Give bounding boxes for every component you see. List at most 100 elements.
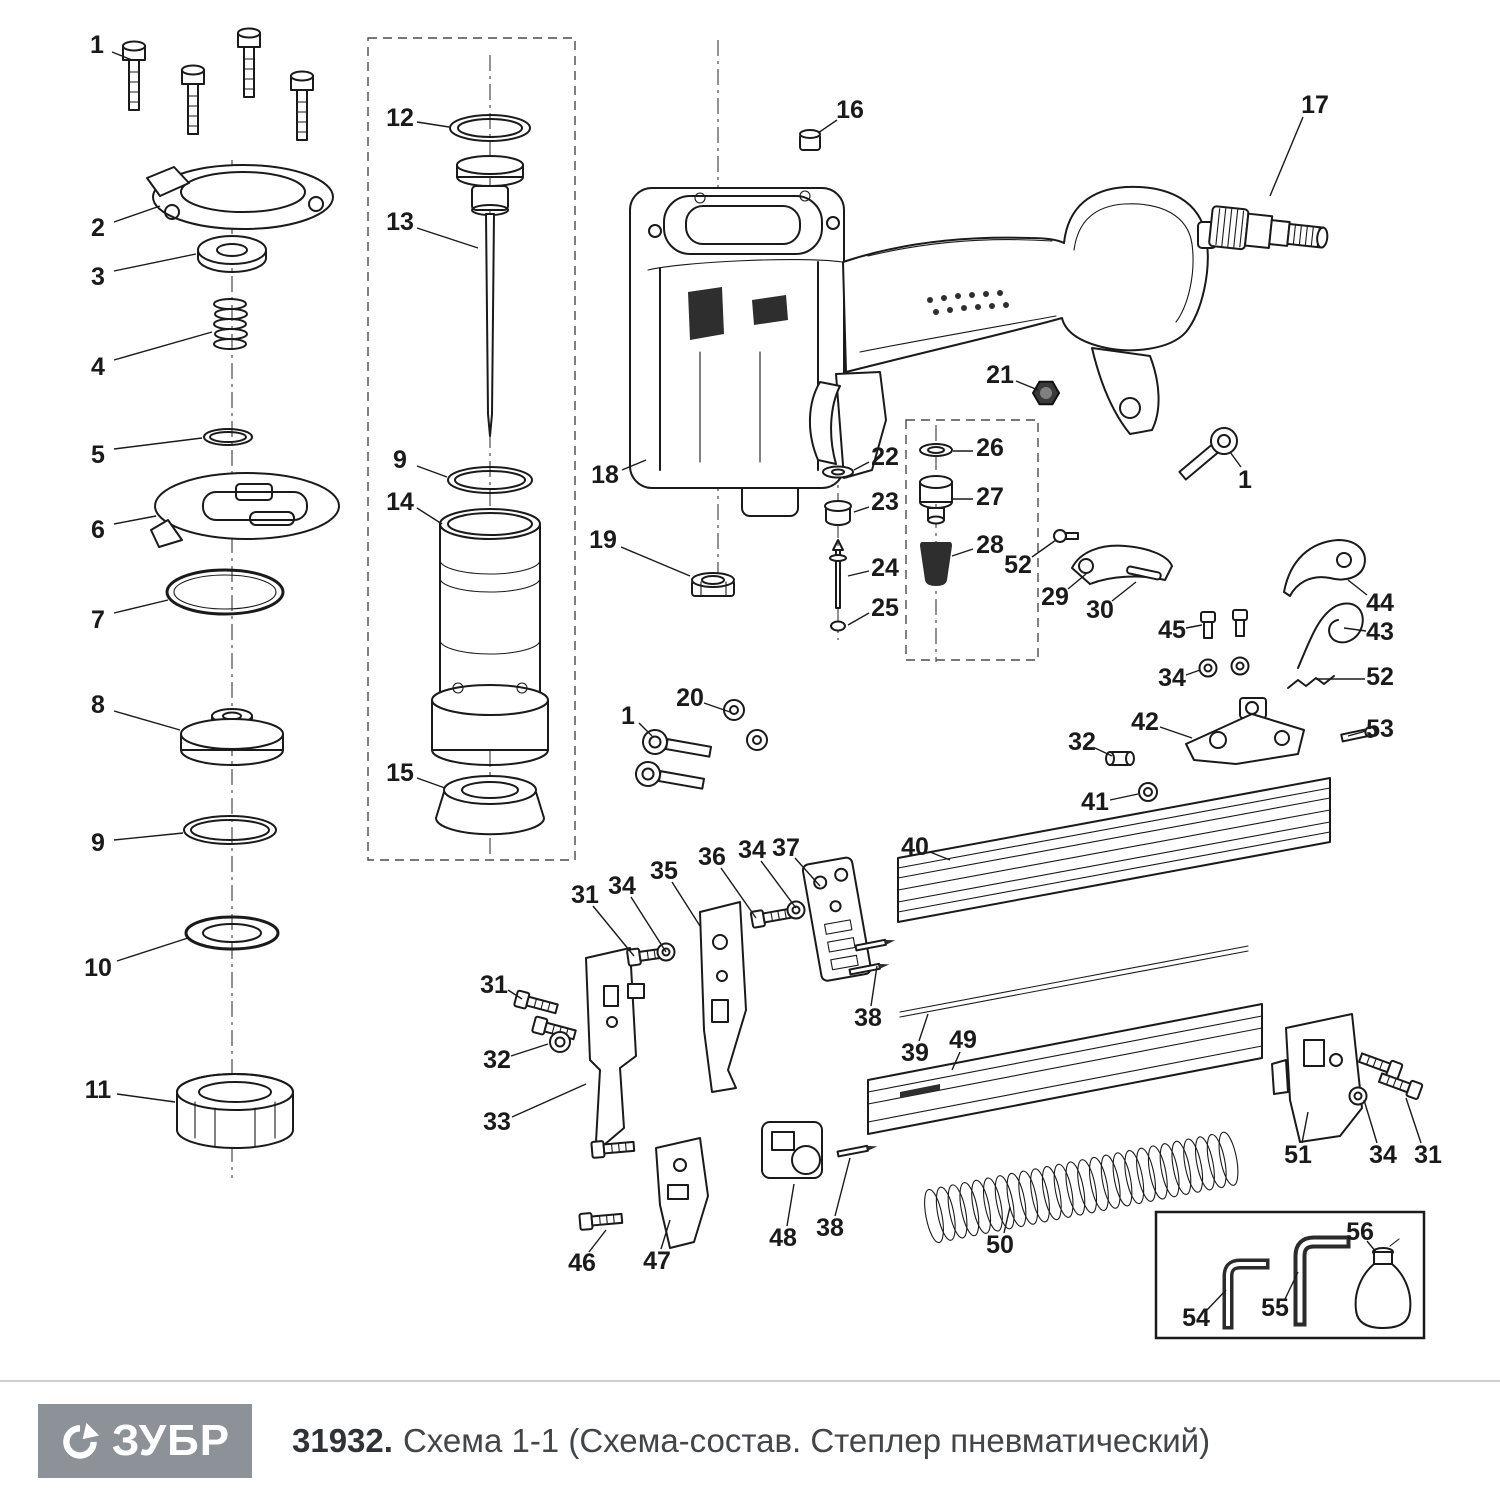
- diagram-code: 31932.: [292, 1422, 393, 1459]
- leader-line-54: [1206, 1289, 1227, 1311]
- leader-line-47: [660, 1219, 671, 1250]
- part-callout-24: 24: [871, 554, 899, 582]
- leader-line-16: [817, 119, 838, 134]
- screws-46: [578, 1137, 636, 1231]
- part-callout-34: 34: [738, 836, 766, 864]
- part-callout-3: 3: [91, 263, 105, 291]
- front-guide-33: [585, 947, 645, 1146]
- leader-line-35: [671, 881, 701, 927]
- leader-line-1: [638, 722, 653, 737]
- part-callout-35: 35: [650, 857, 678, 885]
- part-callout-50: 50: [986, 1231, 1014, 1259]
- cap-plate-2: [146, 164, 334, 230]
- part-callout-56: 56: [1346, 1218, 1374, 1246]
- magazine-screws-washers: [512, 900, 806, 1053]
- leader-line-48: [786, 1183, 795, 1227]
- grip-dots: [927, 290, 1009, 315]
- part-callout-40: 40: [901, 833, 929, 861]
- part-callout-5: 5: [91, 441, 105, 469]
- magazine-channel-49: [867, 1003, 1263, 1135]
- brand-logo-box: ЗУБР: [38, 1404, 252, 1478]
- part-callout-39: 39: [901, 1039, 929, 1067]
- leader-line-42: [1159, 726, 1193, 739]
- leader-line-17: [1269, 116, 1304, 197]
- o-ring-12: [449, 114, 531, 142]
- nut-21: [1031, 380, 1061, 406]
- bumper-15: [435, 775, 545, 836]
- leader-line-19: [620, 546, 691, 577]
- part-callout-49: 49: [949, 1026, 977, 1054]
- part-callout-14: 14: [386, 488, 414, 516]
- part-callout-55: 55: [1261, 1294, 1289, 1322]
- part-callout-25: 25: [871, 594, 899, 622]
- leader-line-55: [1284, 1271, 1299, 1300]
- part-callout-53: 53: [1366, 715, 1394, 743]
- brand-arrow-icon: [63, 1422, 99, 1459]
- part-callout-15: 15: [386, 759, 414, 787]
- leader-line-37: [794, 857, 821, 887]
- part-callout-16: 16: [836, 96, 864, 124]
- part-callout-46: 46: [568, 1249, 596, 1277]
- oil-bottle-56: [1354, 1238, 1412, 1329]
- leader-lines: [111, 51, 1422, 1311]
- part-callout-38: 38: [816, 1214, 844, 1242]
- lever-44: [1283, 539, 1366, 597]
- piston-8: [180, 708, 284, 766]
- part-callout-22: 22: [871, 443, 899, 471]
- latch-block-48: [761, 1121, 823, 1179]
- part-callout-37: 37: [772, 834, 800, 862]
- leader-line-38: [834, 1157, 851, 1217]
- washer-41: [1138, 782, 1158, 802]
- leader-line-4: [113, 331, 213, 361]
- part-callout-11: 11: [85, 1076, 112, 1104]
- part-callout-36: 36: [698, 843, 726, 871]
- leader-line-41: [1109, 793, 1139, 801]
- screws-1-bottom: [635, 729, 713, 790]
- leader-line-1: [111, 51, 133, 61]
- o-ring-9-left: [183, 815, 277, 845]
- screws-45: [1200, 609, 1248, 639]
- part-callout-23: 23: [871, 488, 899, 516]
- part-callout-19: 19: [589, 526, 617, 554]
- part-callout-13: 13: [386, 208, 414, 236]
- part-callout-45: 45: [1158, 616, 1186, 644]
- o-ring-9-middle: [447, 466, 533, 494]
- part-callout-32: 32: [483, 1046, 511, 1074]
- o-ring-7: [165, 568, 285, 616]
- valve-parts-26-28: [919, 443, 953, 586]
- magazine-rail-40: [897, 777, 1331, 923]
- cylinder-14: [431, 508, 549, 766]
- part-callout-47: 47: [643, 1247, 671, 1275]
- part-callout-34: 34: [608, 872, 636, 900]
- nut-19: [691, 572, 735, 597]
- part-callout-20: 20: [676, 684, 704, 712]
- leader-line-29: [1067, 573, 1087, 590]
- bracket-42: [1185, 697, 1305, 765]
- part-callout-29: 29: [1041, 583, 1069, 611]
- spring-lever-43: [1297, 602, 1364, 669]
- bumper-cup-11: [176, 1073, 294, 1149]
- leader-line-10: [116, 937, 189, 962]
- part-callout-43: 43: [1366, 618, 1394, 646]
- leader-line-40: [929, 851, 951, 861]
- washers-34-upper: [1198, 656, 1250, 678]
- part-callout-44: 44: [1366, 589, 1394, 617]
- spring-4: [213, 298, 248, 350]
- leader-line-39: [918, 1013, 929, 1042]
- leader-line-56: [1366, 1240, 1377, 1253]
- part-callout-27: 27: [976, 483, 1004, 511]
- rod-39: [899, 945, 1249, 1018]
- part-callout-1: 1: [90, 31, 104, 59]
- hex-key-55: [1293, 1235, 1351, 1327]
- brand-name: ЗУБР: [111, 1416, 231, 1465]
- screw-52-upper: [1053, 529, 1079, 543]
- leader-line-3: [113, 253, 197, 272]
- leader-line-38: [870, 965, 878, 1007]
- leader-line-28: [951, 548, 974, 557]
- screw-1-right: [1178, 427, 1238, 481]
- tool-body-18: [629, 185, 1217, 517]
- part-callout-34: 34: [1369, 1141, 1397, 1169]
- leader-line-2: [113, 205, 161, 223]
- part-callout-21: 21: [986, 361, 1014, 389]
